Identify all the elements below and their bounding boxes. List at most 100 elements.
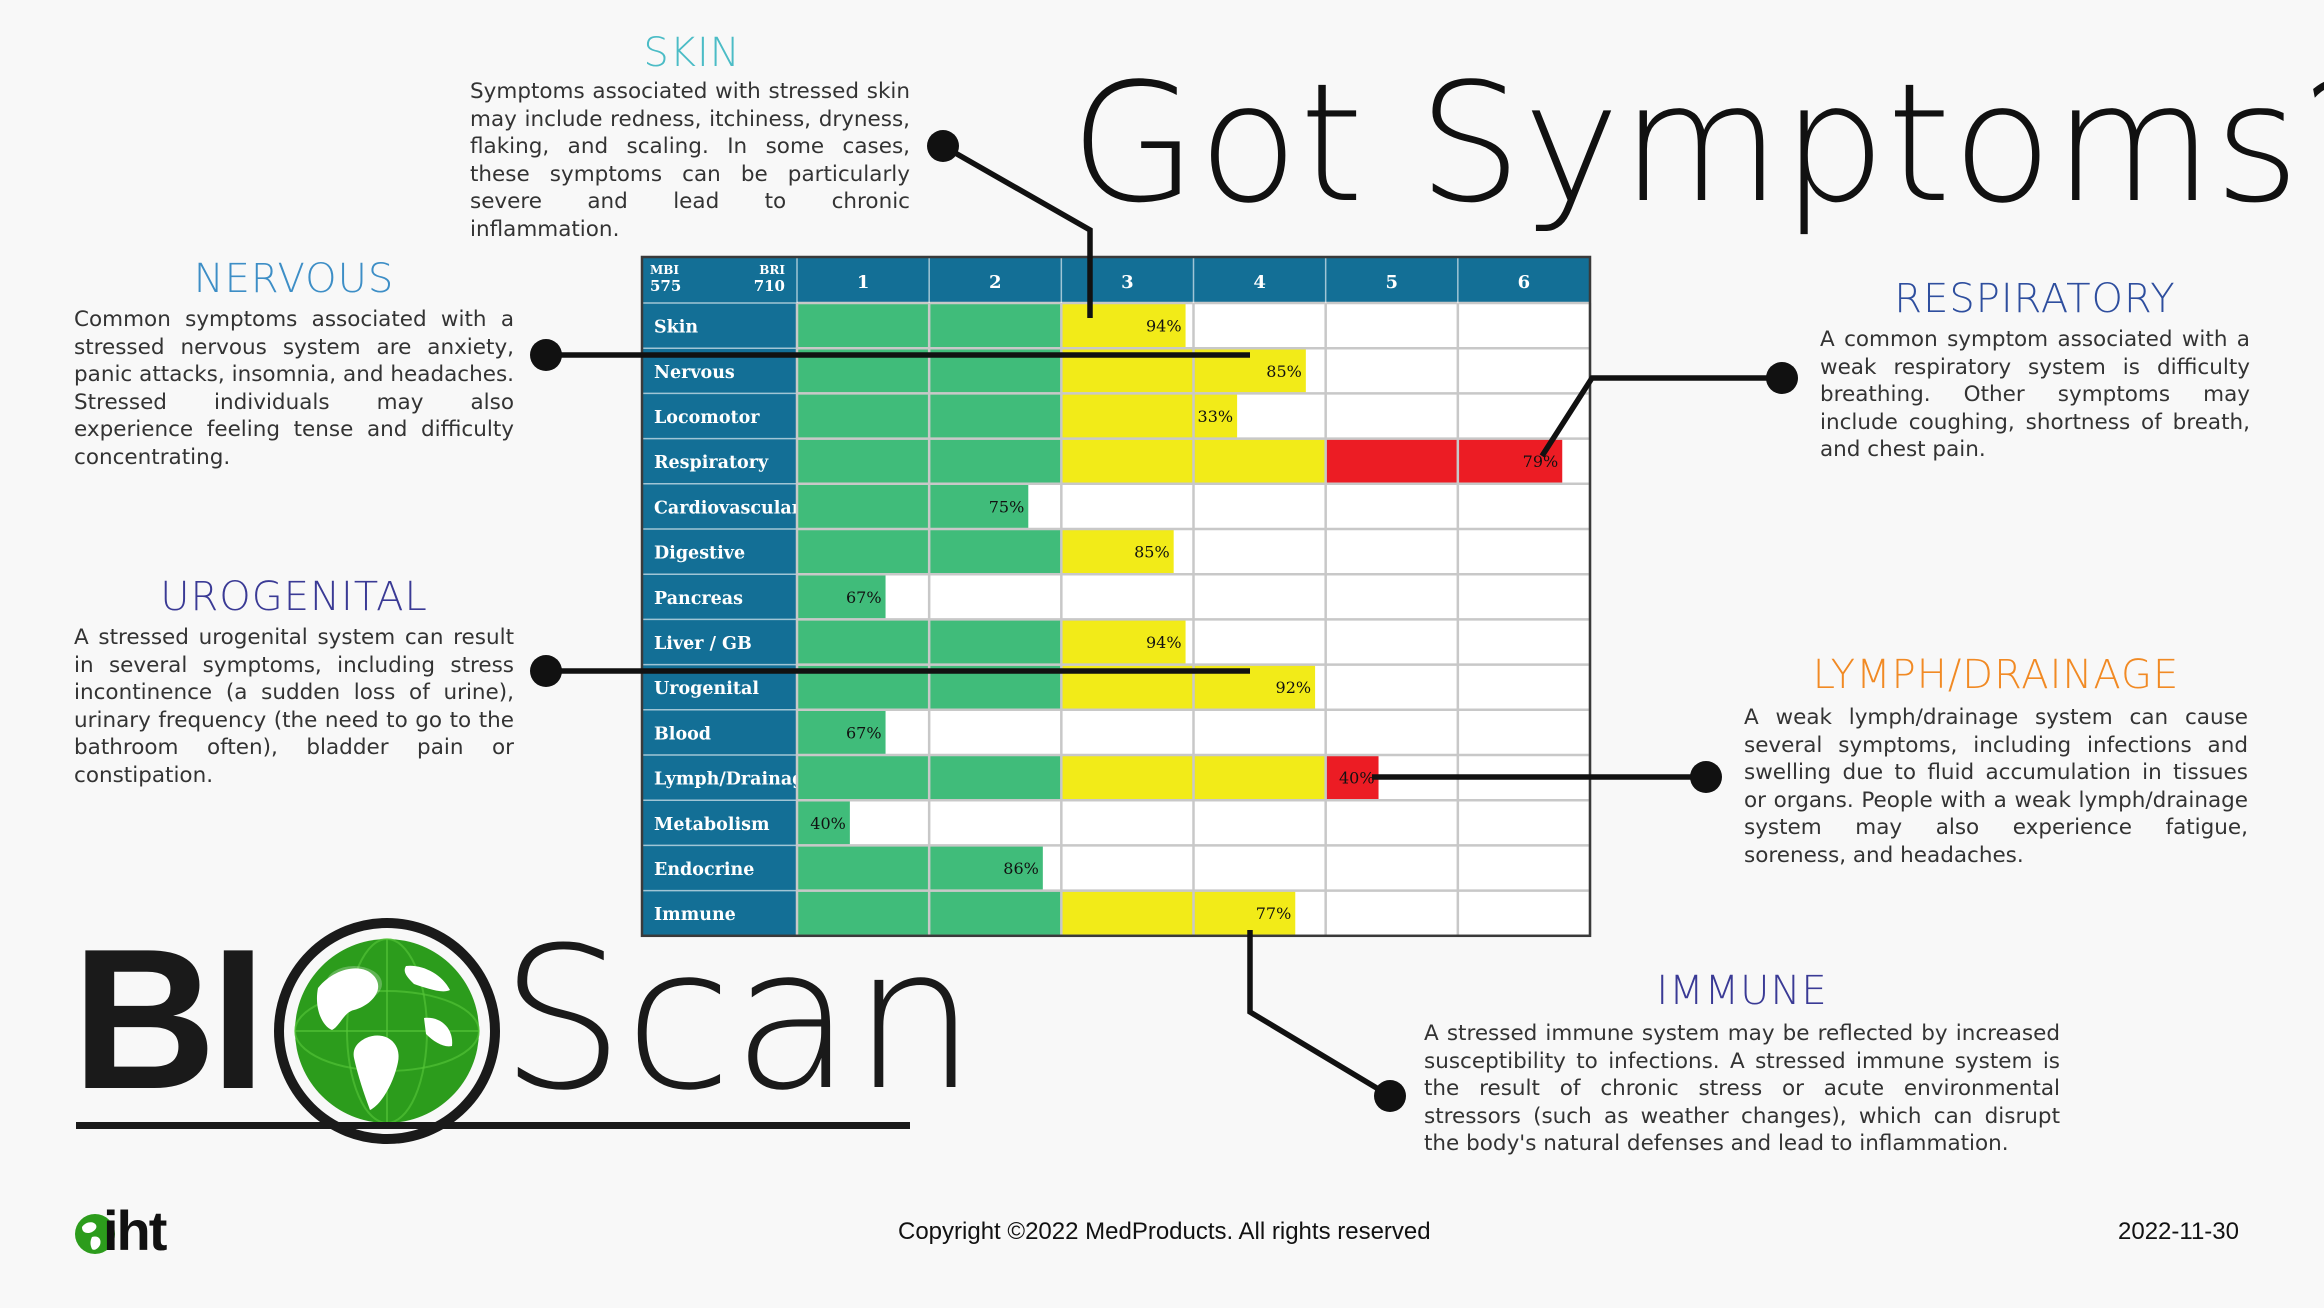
skin-body: Symptoms associated with stressed skin m… [470,79,910,242]
bar-skin-segment-1 [797,304,930,348]
bar-lymph-drainage-segment-2 [929,756,1062,800]
bri-value: 710 [754,277,785,295]
nervous-title: NERVOUS [193,256,395,302]
bar-digestive-segment-1 [797,530,930,574]
column-header-6: 6 [1518,272,1531,293]
respiratory-connector-dot [1766,362,1798,394]
row-label-locomotor: Locomotor [654,408,760,428]
bar-immune-segment-1 [797,891,930,935]
immune-title: IMMUNE [1656,968,1828,1014]
row-label-pancreas: Pancreas [654,589,743,609]
iht-logo-text: iht [103,1199,167,1262]
bar-liver-gb-segment-3 [1061,620,1186,664]
row-label-immune: Immune [654,905,736,925]
bar-label-urogenital: 92% [1276,678,1312,697]
bar-label-locomotor: 33% [1198,407,1234,426]
row-label-urogenital: Urogenital [654,679,759,699]
bar-label-cardiovascular: 75% [989,497,1025,516]
bar-immune-segment-4 [1193,891,1296,935]
row-label-skin: Skin [654,318,698,338]
bar-respiratory-segment-2 [929,439,1062,483]
bar-label-immune: 77% [1256,904,1292,923]
skin-connector-dot [927,130,959,162]
bar-digestive-segment-2 [929,530,1062,574]
chart-border [640,255,1592,938]
bar-locomotor-segment-3 [1061,394,1194,438]
bar-lymph-drainage-segment-4 [1193,756,1326,800]
bar-locomotor-segment-2 [929,394,1062,438]
row-label-liver-gb: Liver / GB [654,634,752,654]
row-label-nervous: Nervous [654,363,735,383]
bar-liver-gb-segment-1 [797,620,930,664]
lymph-connector-dot [1690,761,1722,793]
row-label-blood: Blood [654,724,711,744]
lymph-body: A weak lymph/drainage system can cause s… [1744,705,2248,868]
bar-label-nervous: 85% [1266,362,1302,381]
bar-lymph-drainage-segment-5 [1325,756,1379,800]
column-header-1: 1 [857,272,870,293]
immune-connector [1247,930,1392,1099]
bar-respiratory-segment-3 [1061,439,1194,483]
respiratory-title: RESPIRATORY [1894,276,2176,322]
chart-header [642,257,1590,303]
mbi-label: MBI [650,263,679,277]
bar-pancreas-segment-1 [797,575,886,619]
logo-underline [76,1122,910,1129]
immune-body: A stressed immune system may be reflecte… [1424,1021,2060,1156]
bar-lymph-drainage-segment-3 [1061,756,1194,800]
bar-digestive-segment-3 [1061,530,1174,574]
bar-immune-segment-3 [1061,891,1194,935]
copyright-text: Copyright ©2022 MedProducts. All rights … [898,1218,1431,1245]
bar-respiratory-segment-5 [1325,439,1458,483]
bar-label-skin: 94% [1146,317,1182,336]
bar-label-endocrine: 86% [1003,859,1039,878]
bar-blood-segment-1 [797,710,886,754]
skin-title: SKIN [643,30,741,76]
bar-label-metabolism: 40% [810,814,846,833]
skin-connector [941,143,1093,318]
bar-cardiovascular-segment-2 [929,484,1029,528]
urogenital-connector-dot [530,655,562,687]
urogenital-body: A stressed urogenital system can result … [74,625,514,788]
bar-immune-segment-2 [929,891,1062,935]
iht-globe-icon [75,1214,115,1254]
logo-bi-text: BI [72,908,266,1131]
bar-endocrine-segment-1 [797,846,930,890]
page-title: Got Symptoms? [1070,48,2324,239]
bar-locomotor-segment-4 [1193,394,1238,438]
bar-respiratory-segment-1 [797,439,930,483]
row-label-digestive: Digestive [654,544,745,564]
bar-skin-segment-2 [929,304,1062,348]
row-label-respiratory: Respiratory [654,453,769,473]
bar-metabolism-segment-1 [797,801,850,845]
lymph-title: LYMPH/DRAINAGE [1812,652,2180,698]
bar-label-liver-gb: 94% [1146,633,1182,652]
column-header-4: 4 [1253,272,1266,293]
bar-label-respiratory: 79% [1523,452,1559,471]
bar-locomotor-segment-1 [797,394,930,438]
bar-label-digestive: 85% [1134,543,1170,562]
bar-skin-segment-3 [1061,304,1186,348]
bri-label: BRI [759,263,785,277]
row-label-metabolism: Metabolism [654,815,770,835]
column-header-5: 5 [1385,272,1398,293]
bar-label-pancreas: 67% [846,588,882,607]
nervous-connector-dot [530,339,562,371]
report-date: 2022-11-30 [2118,1218,2239,1245]
row-label-cardiovascular: Cardiovascular [654,498,802,518]
bar-cardiovascular-segment-1 [797,484,930,528]
row-label-endocrine: Endocrine [654,860,754,880]
bar-label-blood: 67% [846,723,882,742]
column-header-3: 3 [1121,272,1134,293]
urogenital-title: UROGENITAL [160,574,428,620]
row-label-lymph-drainage: Lymph/Drainage [654,770,816,790]
mbi-value: 575 [650,277,681,295]
logo-scan-text: Scan [500,906,977,1134]
bar-lymph-drainage-segment-1 [797,756,930,800]
bar-endocrine-segment-2 [929,846,1043,890]
respiratory-body: A common symptom associated with a weak … [1820,327,2250,462]
respiratory-connector [1539,375,1782,458]
column-header-2: 2 [989,272,1002,293]
bar-respiratory-segment-4 [1193,439,1326,483]
